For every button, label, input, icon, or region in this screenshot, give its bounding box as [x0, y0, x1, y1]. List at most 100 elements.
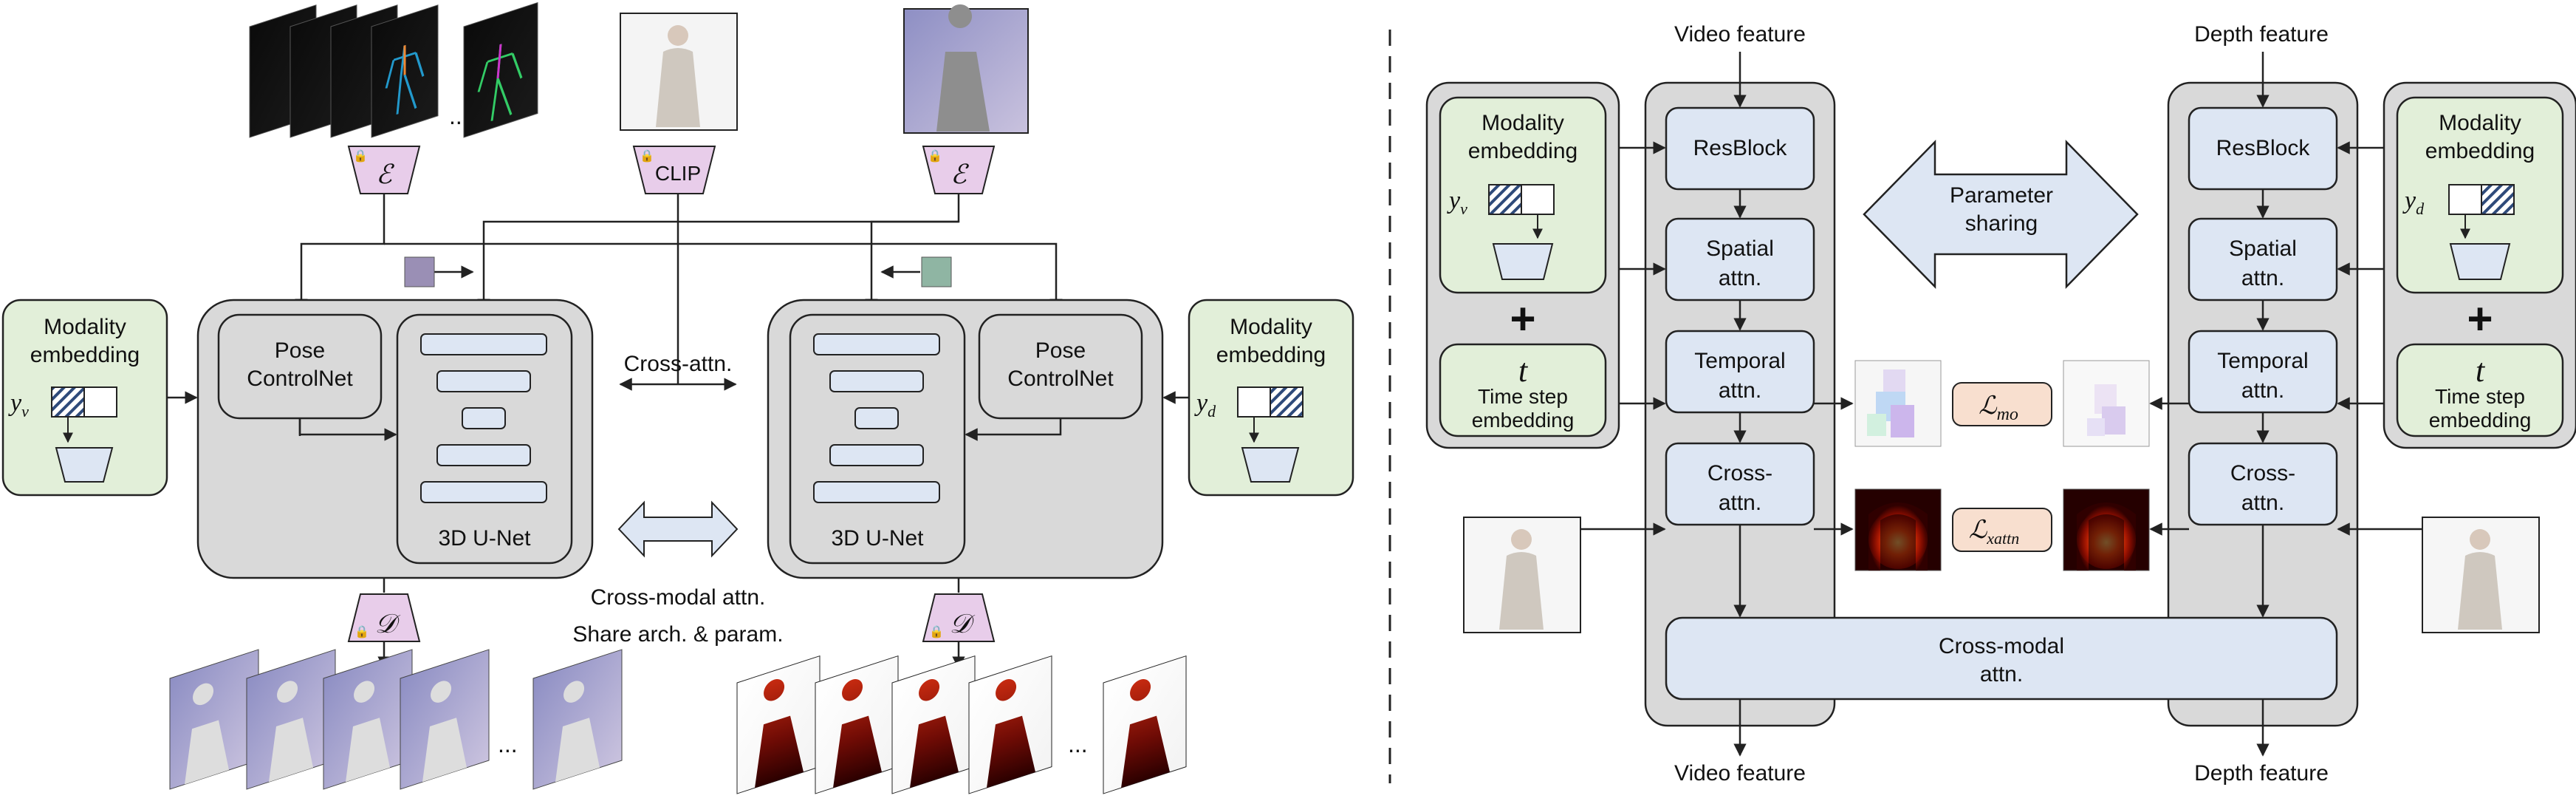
- block-label: Spatial: [1706, 236, 1774, 261]
- lock-icon: 🔒: [640, 149, 654, 163]
- plus-icon: +: [1510, 294, 1535, 344]
- share-caption: Share arch. & param.: [572, 622, 783, 647]
- lock-icon: 🔒: [353, 149, 368, 163]
- depth-feature-top: Depth feature: [2194, 22, 2329, 47]
- y-depth-symbol: yd: [2402, 187, 2425, 218]
- block-label: attn.: [2241, 491, 2284, 515]
- parameter-sharing-label: Parameter: [1950, 183, 2053, 208]
- video-feature-bottom: Video feature: [1674, 761, 1806, 786]
- cross-modal-attn-block: [1665, 616, 2338, 701]
- routing-lines: [295, 194, 1063, 391]
- video-ellipsis: ...: [498, 731, 518, 757]
- modality-label: embedding: [2425, 139, 2535, 163]
- cross-modal-caption: Cross-modal attn.: [591, 585, 766, 610]
- video-attention-map: [1854, 488, 1942, 571]
- pose-frames: ...: [249, 1, 538, 138]
- encoder-left: 🔒 ℰ: [347, 146, 421, 194]
- pose-controlnet-label: Pose: [275, 338, 325, 363]
- video-feature-top: Video feature: [1674, 22, 1806, 47]
- reference-image: [620, 13, 738, 131]
- block-label: Cross-modal: [1939, 634, 2064, 658]
- block-label: attn.: [1719, 266, 1761, 290]
- modality-label: Modality: [2439, 111, 2521, 135]
- block-label: attn.: [1719, 378, 1761, 403]
- motion-loss-symbol: ℒmo: [1979, 392, 2018, 424]
- depth-ellipsis: ...: [1068, 731, 1088, 757]
- y-video-symbol: yv: [1447, 187, 1467, 218]
- output-video-frames: ...: [169, 649, 623, 790]
- modality-label: Modality: [1230, 315, 1312, 339]
- xattn-loss-symbol: ℒxattn: [1969, 517, 2020, 548]
- xattn-loss-box: [1952, 508, 2052, 552]
- block-label: Temporal: [2217, 349, 2308, 373]
- hatched-embedding-icon: [51, 386, 85, 418]
- pose-controlnet-label: ControlNet: [1007, 367, 1114, 391]
- timestep-symbol: t: [1518, 352, 1529, 389]
- clip-encoder: 🔒 CLIP: [632, 146, 716, 194]
- unet-layers-right: [813, 333, 940, 503]
- noise-latent-right: [921, 256, 952, 287]
- lock-icon: 🔒: [928, 149, 942, 163]
- block-label: attn.: [2241, 378, 2284, 403]
- cross-attn-label: Cross-attn.: [624, 352, 733, 376]
- block-label: Temporal: [1694, 349, 1785, 373]
- clip-label: CLIP: [655, 162, 701, 185]
- block-label: ResBlock: [2216, 136, 2311, 160]
- hatched-embedding-icon: [1488, 184, 1522, 215]
- unet-label: 3D U-Net: [438, 526, 531, 551]
- lock-icon: 🔒: [929, 625, 944, 638]
- reference-image-right: [2422, 517, 2540, 633]
- projection-icon: [1241, 447, 1300, 483]
- output-depth-frames: ...: [736, 655, 1187, 794]
- modality-label: Modality: [1481, 111, 1564, 135]
- reference-image-left: [1463, 517, 1581, 633]
- y-depth-symbol: yd: [1194, 389, 1216, 420]
- timestep-label: Time step: [1478, 385, 1568, 408]
- unet-label: 3D U-Net: [831, 526, 924, 551]
- timestep-label: embedding: [2429, 409, 2532, 432]
- pose-controlnet-label: ControlNet: [247, 367, 353, 391]
- video-motion-map: [1854, 360, 1942, 447]
- encoder-symbol: ℰ: [950, 160, 969, 189]
- projection-icon: [55, 447, 114, 483]
- block-label: ResBlock: [1693, 136, 1788, 160]
- block-label: Cross-: [1707, 461, 1772, 486]
- parameter-sharing-label: sharing: [1965, 211, 2038, 236]
- modality-label: embedding: [1216, 343, 1326, 367]
- right-panel: Video feature Depth feature Video featur…: [1425, 22, 2576, 786]
- timestep-label: Time step: [2435, 385, 2525, 408]
- block-label: attn.: [1719, 491, 1761, 515]
- y-video-symbol: yv: [8, 389, 29, 420]
- encoder-symbol: ℰ: [376, 160, 394, 189]
- projection-icon: [2449, 243, 2511, 280]
- timestep-symbol: t: [2476, 352, 2486, 389]
- decoder-right: 🔒 𝒟: [922, 593, 996, 642]
- plus-icon: +: [2467, 294, 2493, 344]
- modality-label: embedding: [1468, 139, 1578, 163]
- depth-motion-map: [2063, 360, 2150, 447]
- left-panel: ... 🔒 ℰ 🔒 CLIP 🔒: [1, 1, 1354, 794]
- hatched-embedding-icon: [1270, 386, 1304, 418]
- modality-label: Modality: [44, 315, 126, 339]
- depth-feature-bottom: Depth feature: [2194, 761, 2329, 786]
- share-double-arrow: [617, 500, 739, 558]
- video-timestep-embedding: [1439, 343, 1607, 437]
- depth-timestep-embedding: [2396, 343, 2564, 437]
- encoder-right: 🔒 ℰ: [922, 146, 996, 194]
- noise-latent-left: [404, 256, 435, 287]
- block-label: Spatial: [2229, 236, 2297, 261]
- modality-label: embedding: [30, 343, 140, 367]
- depth-input-image: [903, 4, 1029, 134]
- flow-arrows: [1580, 52, 2422, 757]
- unet-layers-left: [420, 333, 547, 503]
- block-label: attn.: [2241, 266, 2284, 290]
- depth-attention-map: [2063, 488, 2150, 571]
- lock-icon: 🔒: [354, 625, 369, 638]
- motion-loss-box: [1952, 382, 2052, 426]
- projection-icon: [1492, 243, 1554, 280]
- hatched-embedding-icon: [2481, 184, 2515, 215]
- pose-controlnet-label: Pose: [1035, 338, 1086, 363]
- parameter-sharing-arrow: [1863, 139, 2139, 290]
- block-label: attn.: [1980, 662, 2023, 687]
